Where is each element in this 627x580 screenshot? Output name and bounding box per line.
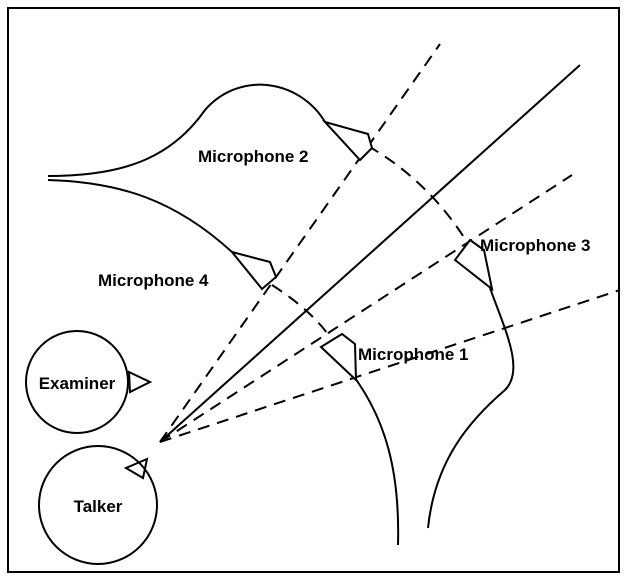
talker: Talker (38, 445, 158, 565)
talker-label: Talker (74, 497, 123, 516)
talker-direction-icon (123, 457, 149, 480)
microphones (229, 120, 494, 383)
microphone-2-label: Microphone 2 (198, 147, 309, 166)
talker-circle (38, 445, 158, 565)
microphone-1-icon (319, 332, 358, 383)
ray-bottom (159, 289, 621, 443)
examiner: Examiner (25, 330, 153, 434)
microphone-2-icon (321, 120, 374, 162)
microphone-4-label: Microphone 4 (98, 271, 209, 290)
microphone-1-label: Microphone 1 (358, 345, 469, 364)
arc-mic4-mic1 (271, 284, 331, 338)
examiner-label: Examiner (39, 374, 116, 393)
cables (47, 83, 515, 546)
ray-upper (159, 43, 441, 443)
center-ray (159, 64, 581, 443)
cable-mic4-upper (47, 179, 233, 253)
microphone-3-icon (453, 238, 494, 292)
diagram-frame (7, 7, 620, 573)
microphone-3-label: Microphone 3 (480, 236, 591, 255)
examiner-circle (25, 330, 129, 434)
cable-mic3-lower (427, 287, 515, 529)
microphone-4-icon (229, 250, 278, 291)
cable-mic2-upper (47, 83, 326, 177)
ray-lower (159, 174, 573, 443)
arc-mic2-mic3 (367, 145, 471, 248)
ray-lines (159, 43, 621, 443)
cable-mic1-lower (354, 377, 400, 546)
examiner-direction-icon (127, 370, 153, 394)
